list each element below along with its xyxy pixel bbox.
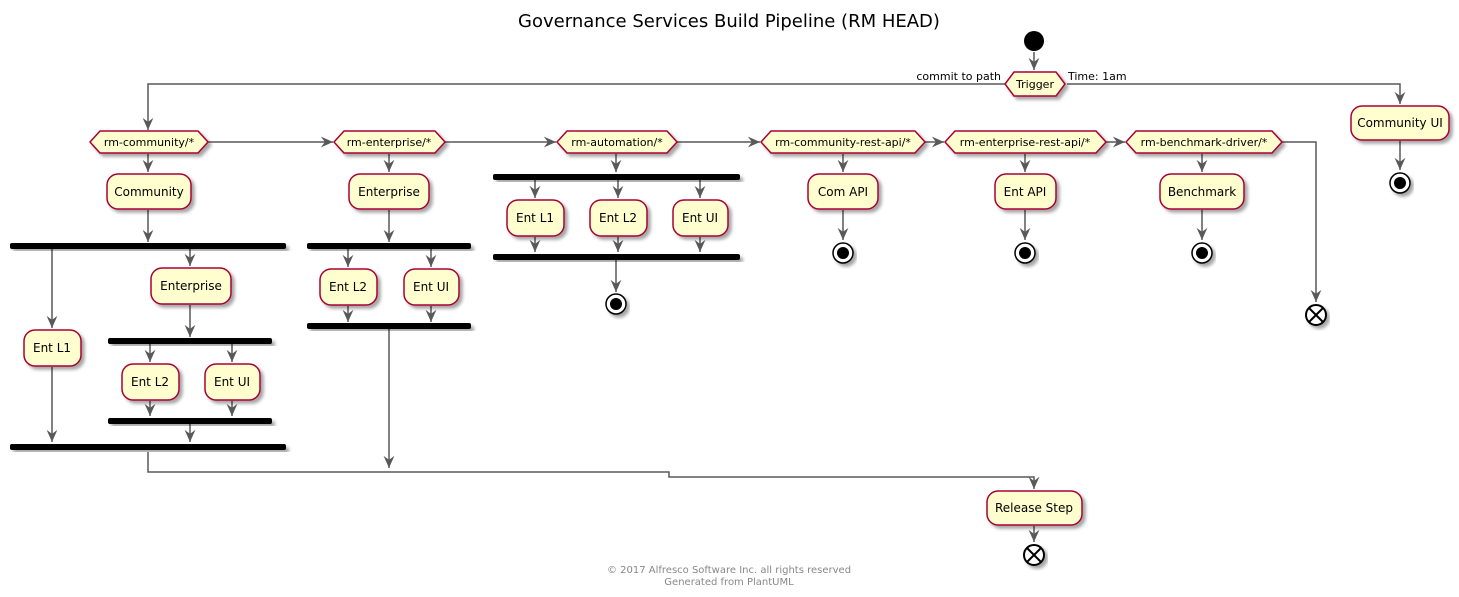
stop-node-ent-api xyxy=(1014,242,1036,264)
activity-enterprise: Enterprise xyxy=(348,173,430,210)
activity-e-ent-ui-label: Ent UI xyxy=(413,280,449,294)
activity-e-ent-l2-label: Ent L2 xyxy=(329,280,367,294)
trigger-label: Trigger xyxy=(1015,78,1054,91)
activity-c-enterprise: Enterprise xyxy=(150,267,232,305)
branch-community: rm-community/* xyxy=(88,130,210,154)
activity-ent-api-label: Ent API xyxy=(1004,185,1047,199)
footer-generated: Generated from PlantUML xyxy=(664,577,794,588)
footer-copyright: © 2017 Alfresco Software Inc. all rights… xyxy=(607,565,851,576)
activity-com-api: Com API xyxy=(807,173,879,210)
activity-benchmark-label: Benchmark xyxy=(1168,185,1236,199)
trigger-left-edge-label: commit to path xyxy=(916,70,1001,83)
activity-e-ent-ui: Ent UI xyxy=(403,268,460,306)
activity-community-ui-label: Community UI xyxy=(1357,116,1443,130)
activity-c-enterprise-label: Enterprise xyxy=(160,279,222,293)
branch-benchmark-driver-label: rm-benchmark-driver/* xyxy=(1141,136,1268,149)
trigger-decision: Trigger xyxy=(1004,71,1066,97)
activity-a-ent-l1: Ent L1 xyxy=(506,199,565,237)
diagram-title: Governance Services Build Pipeline (RM H… xyxy=(518,11,940,32)
stop-node-automation xyxy=(605,293,627,315)
activity-ent-api: Ent API xyxy=(994,173,1057,210)
activity-c-ent-l2: Ent L2 xyxy=(121,363,180,401)
activity-a-ent-l2-label: Ent L2 xyxy=(599,211,637,225)
flow-final-node-release xyxy=(1023,544,1045,566)
activity-c-ent-l1: Ent L1 xyxy=(23,329,82,367)
stop-node-community-ui xyxy=(1389,172,1411,194)
activity-community-ui: Community UI xyxy=(1350,105,1450,141)
activity-enterprise-label: Enterprise xyxy=(358,185,420,199)
activity-c-ent-ui: Ent UI xyxy=(204,363,261,401)
activity-e-ent-l2: Ent L2 xyxy=(319,268,378,306)
activity-c-ent-l1-label: Ent L1 xyxy=(33,341,71,355)
branch-enterprise-label: rm-enterprise/* xyxy=(347,136,432,149)
branch-automation-label: rm-automation/* xyxy=(571,136,663,149)
activity-a-ent-ui-label: Ent UI xyxy=(682,211,718,225)
flow-edges xyxy=(46,52,1406,542)
activity-a-ent-ui: Ent UI xyxy=(672,199,729,237)
activity-com-api-label: Com API xyxy=(818,185,868,199)
activity-c-ent-ui-label: Ent UI xyxy=(214,375,250,389)
flow-final-node-branches xyxy=(1305,304,1327,326)
activity-release-step-label: Release Step xyxy=(995,501,1073,515)
branch-enterprise: rm-enterprise/* xyxy=(332,130,447,154)
branch-enterprise-rest-api-label: rm-enterprise-rest-api/* xyxy=(960,136,1091,149)
activity-release-step: Release Step xyxy=(986,490,1083,526)
activity-community: Community xyxy=(106,173,192,210)
activity-a-ent-l1-label: Ent L1 xyxy=(516,211,554,225)
activity-c-ent-l2-label: Ent L2 xyxy=(131,375,169,389)
activity-benchmark: Benchmark xyxy=(1159,173,1245,210)
branch-benchmark-driver: rm-benchmark-driver/* xyxy=(1124,130,1284,154)
activity-a-ent-l2: Ent L2 xyxy=(589,199,648,237)
start-node xyxy=(1024,31,1044,51)
sync-bars xyxy=(10,174,740,450)
branch-community-rest-api-label: rm-community-rest-api/* xyxy=(775,136,911,149)
trigger-right-edge-label: Time: 1am xyxy=(1067,70,1127,83)
stop-node-com-api xyxy=(832,242,854,264)
branch-community-label: rm-community/* xyxy=(104,136,195,149)
branch-enterprise-rest-api: rm-enterprise-rest-api/* xyxy=(943,130,1108,154)
branch-automation: rm-automation/* xyxy=(555,130,679,154)
stop-node-benchmark xyxy=(1191,242,1213,264)
activity-community-label: Community xyxy=(114,185,183,199)
branch-community-rest-api: rm-community-rest-api/* xyxy=(759,130,927,154)
